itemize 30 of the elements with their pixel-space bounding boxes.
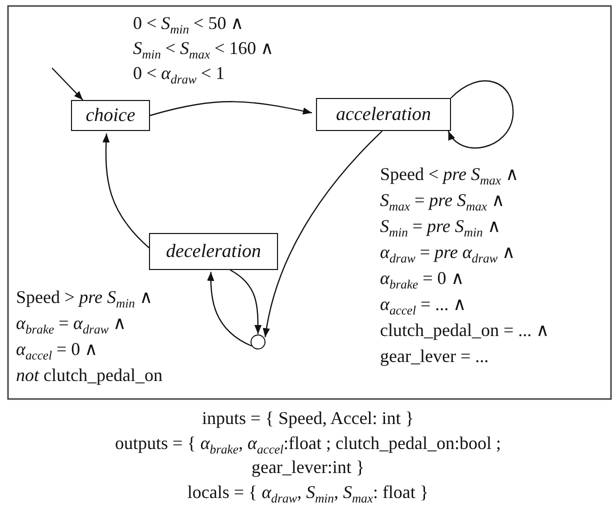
declaration-text: gear_lever:int } xyxy=(250,456,366,478)
condition-text: gear_lever = ... xyxy=(380,345,489,367)
condition-text: 0 < α$_{draw}$ < 1 xyxy=(133,62,225,89)
arrow xyxy=(448,80,514,149)
condition-text: α$_{accel}$ = ... ∧ xyxy=(380,293,466,320)
arrow xyxy=(150,101,312,116)
arrow xyxy=(52,68,84,100)
condition-text: 0 < S$_{min}$ < 50 ∧ xyxy=(133,12,244,39)
condition-text: α$_{accel}$ = 0 ∧ xyxy=(16,338,98,365)
arrow xyxy=(207,272,252,347)
declaration-text: locals = { α$_{draw}$, S$_{min}$, S$_{max}$: float } xyxy=(186,481,430,508)
declaration-text: outputs = { α$_{brake}$, α$_{accel}$:float ; clutch_pedal_on:bool ; xyxy=(114,432,502,459)
state-box: choice xyxy=(71,100,150,131)
condition-text: Speed < pre S$_{max}$ ∧ xyxy=(380,163,518,190)
state-box: acceleration xyxy=(316,98,451,131)
condition-text: clutch_pedal_on = ... ∧ xyxy=(380,319,550,341)
condition-text: α$_{brake}$ = 0 ∧ xyxy=(380,267,464,294)
condition-text: α$_{draw}$ = pre α$_{draw}$ ∧ xyxy=(380,241,516,268)
condition-text: S$_{min}$ < S$_{max}$ < 160 ∧ xyxy=(133,37,274,64)
condition-text: α$_{brake}$ = α$_{draw}$ ∧ xyxy=(16,312,126,339)
declaration-text: inputs = { Speed, Accel: int } xyxy=(201,407,415,429)
condition-text: Speed > pre S$_{min}$ ∧ xyxy=(16,286,152,313)
condition-text: S$_{min}$ = pre S$_{min}$ ∧ xyxy=(380,215,500,242)
circle-junction xyxy=(250,334,266,350)
state-box: deceleration xyxy=(149,233,278,270)
condition-text: S$_{max}$ = pre S$_{max}$ ∧ xyxy=(380,189,504,216)
arrow xyxy=(263,130,383,338)
arrow xyxy=(102,133,150,248)
condition-text: not clutch_pedal_on xyxy=(16,364,162,386)
arrow xyxy=(230,269,262,334)
